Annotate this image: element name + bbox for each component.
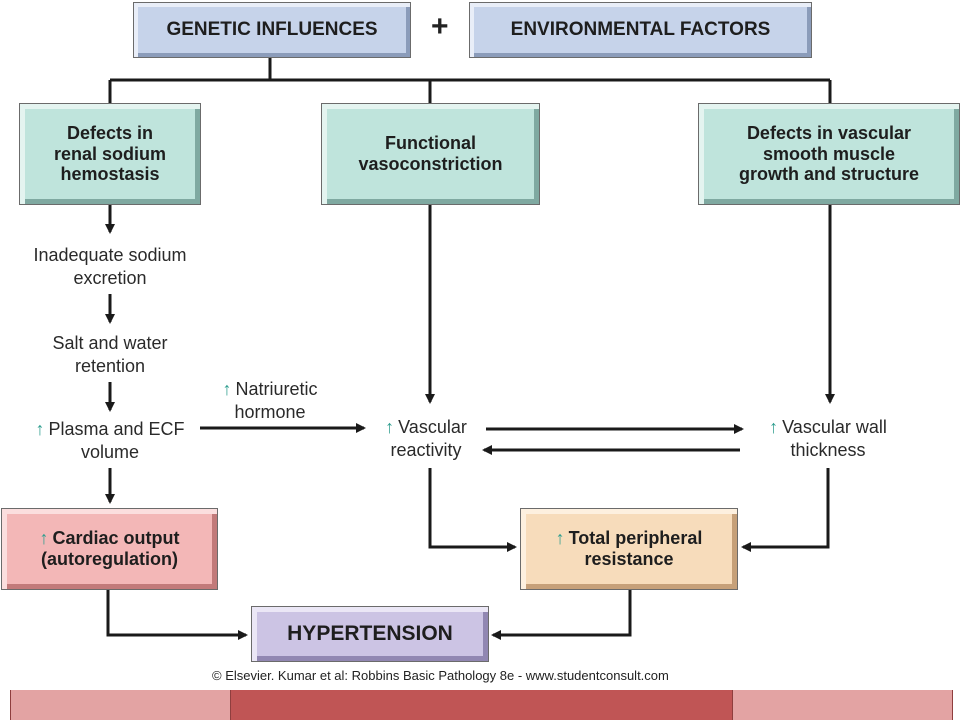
renal-line-2: renal sodium <box>53 143 167 164</box>
arrow-reactivity-to-resistance <box>428 468 517 552</box>
renal-sodium-defect-box: Defects in renal sodium hemostasis <box>19 103 201 205</box>
smooth-muscle-line-2: smooth muscle <box>762 143 895 164</box>
cardiac-line-1: Cardiac output <box>52 528 180 549</box>
cardiac-output-box: ↑Cardiac output (autoregulation) <box>1 508 218 590</box>
increase-arrow-icon: ↑ <box>555 528 565 549</box>
functional-vasoconstriction-box: Functional vasoconstriction <box>321 103 540 205</box>
genetic-influences-label: GENETIC INFLUENCES <box>166 19 378 41</box>
environmental-factors-label: ENVIRONMENTAL FACTORS <box>510 19 771 41</box>
natriuretic-line-2: hormone <box>234 402 306 423</box>
vascular-wall-thickness: ↑Vascular wall thickness <box>740 416 916 463</box>
resistance-line-2: resistance <box>584 549 674 569</box>
plus-sign: + <box>431 10 449 43</box>
arrow-wall-to-resistance <box>741 468 830 552</box>
arrow-cardiac-to-hypertension <box>106 590 248 640</box>
resistance-line-1: Total peripheral <box>568 528 703 549</box>
vasoconstriction-line-2: vasoconstriction <box>358 154 503 174</box>
arrow-resistance-to-hypertension <box>491 590 632 640</box>
hypertension-box: HYPERTENSION <box>251 606 489 662</box>
footer-segment-right <box>952 690 960 720</box>
increase-arrow-icon: ↑ <box>39 528 49 549</box>
footer-segment-left <box>0 690 10 720</box>
footer-segment-3 <box>732 690 952 720</box>
vasoconstriction-line-1: Functional <box>384 133 476 154</box>
footer-segment-1 <box>10 690 230 720</box>
total-peripheral-resistance-box: ↑Total peripheral resistance <box>520 508 738 590</box>
plasma-ecf-volume: ↑Plasma and ECF volume <box>10 418 210 465</box>
environmental-factors-box: ENVIRONMENTAL FACTORS <box>469 2 812 58</box>
smooth-muscle-line-1: Defects in vascular <box>746 122 912 143</box>
footer-segment-2 <box>230 690 732 720</box>
increase-arrow-icon: ↑ <box>222 379 232 399</box>
increase-arrow-icon: ↑ <box>35 419 45 439</box>
wall-line-2: thickness <box>790 440 866 461</box>
natriuretic-hormone: ↑Natriuretic hormone <box>200 378 340 425</box>
wall-line-1: Vascular wall <box>782 417 887 437</box>
excretion-line-2: excretion <box>73 268 147 289</box>
inadequate-sodium-excretion: Inadequate sodium excretion <box>10 244 210 291</box>
salt-water-retention: Salt and water retention <box>10 332 210 379</box>
cardiac-line-2: (autoregulation) <box>40 549 178 569</box>
retention-line-1: Salt and water <box>52 333 168 353</box>
copyright-notice: © Elsevier. Kumar et al: Robbins Basic P… <box>212 668 669 683</box>
plasma-line-2: volume <box>80 442 140 463</box>
increase-arrow-icon: ↑ <box>385 417 395 437</box>
plasma-line-1: Plasma and ECF <box>48 419 185 439</box>
retention-line-2: retention <box>74 356 146 377</box>
vascular-reactivity: ↑Vascular reactivity <box>366 416 486 463</box>
smooth-muscle-defect-box: Defects in vascular smooth muscle growth… <box>698 103 960 205</box>
hypertension-label: HYPERTENSION <box>287 621 453 645</box>
reactivity-line-1: Vascular <box>398 417 467 437</box>
natriuretic-line-1: Natriuretic <box>235 379 318 399</box>
smooth-muscle-line-3: growth and structure <box>738 164 919 185</box>
increase-arrow-icon: ↑ <box>769 417 779 437</box>
excretion-line-1: Inadequate sodium <box>33 245 187 265</box>
renal-line-3: hemostasis <box>60 164 160 185</box>
footer-bar <box>0 690 960 720</box>
renal-line-1: Defects in <box>66 122 154 143</box>
genetic-influences-box: GENETIC INFLUENCES <box>133 2 411 58</box>
reactivity-line-2: reactivity <box>390 440 462 461</box>
